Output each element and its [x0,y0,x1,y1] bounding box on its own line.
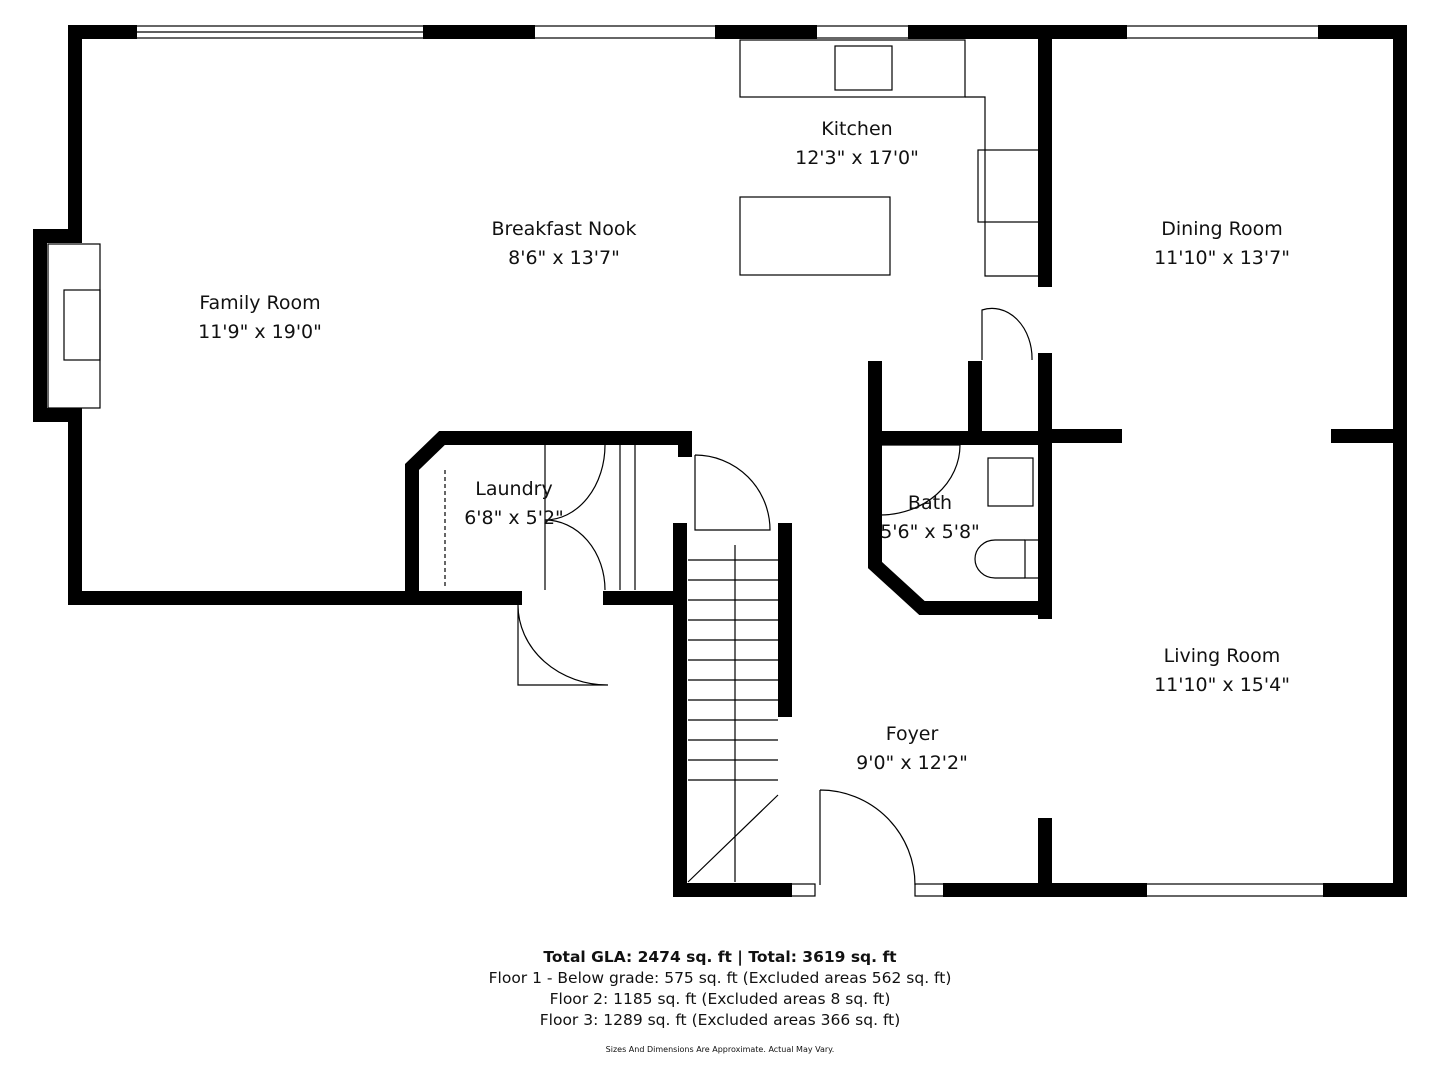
floor-area: Floor 2: 1185 sq. ft (Excluded areas 8 s… [549,990,891,1008]
room-size: 11'10" x 15'4" [1154,674,1290,696]
sink-icon [834,45,893,91]
room-name: Laundry [475,478,552,500]
room-size: 9'0" x 12'2" [856,752,968,774]
bath-sink-icon [987,457,1034,507]
room-name: Living Room [1164,645,1281,667]
room-size: 5'6" x 5'8" [880,521,980,543]
front-door [819,789,916,886]
stove-icon [977,149,1041,223]
stair-door [694,454,771,531]
room-name: Family Room [199,292,320,314]
floor-area: Floor 3: 1289 sq. ft (Excluded areas 366… [539,1011,901,1029]
room-name: Kitchen [821,118,892,140]
toilet-icon [1024,539,1041,579]
fixtures [47,39,1041,886]
room-labels: Family Room 11'9" x 19'0" Breakfast Nook… [198,118,1290,774]
fireplace-icon [47,243,101,409]
floor-area: Floor 1 - Below grade: 575 sq. ft (Exclu… [488,969,952,987]
room-name: Breakfast Nook [492,218,637,240]
room-name: Foyer [886,723,939,745]
room-name: Dining Room [1161,218,1282,240]
bath-door [879,444,961,516]
room-size: 6'8" x 5'2" [464,507,564,529]
laundry-exterior-door [517,604,609,686]
room-size: 8'6" x 13'7" [508,247,620,269]
room-size: 11'9" x 19'0" [198,321,322,343]
closet-door [981,307,1033,361]
windows [129,25,1331,897]
room-size: 11'10" x 13'7" [1154,247,1290,269]
walls [33,25,1407,897]
laundry-doors [544,444,606,591]
kitchen-counter [739,39,966,98]
total-area: Total GLA: 2474 sq. ft | Total: 3619 sq.… [543,948,897,966]
stairs [687,545,779,883]
disclaimer: Sizes And Dimensions Are Approximate. Ac… [605,1045,835,1054]
kitchen-island [739,196,891,276]
room-size: 12'3" x 17'0" [795,147,919,169]
room-name: Bath [908,492,952,514]
